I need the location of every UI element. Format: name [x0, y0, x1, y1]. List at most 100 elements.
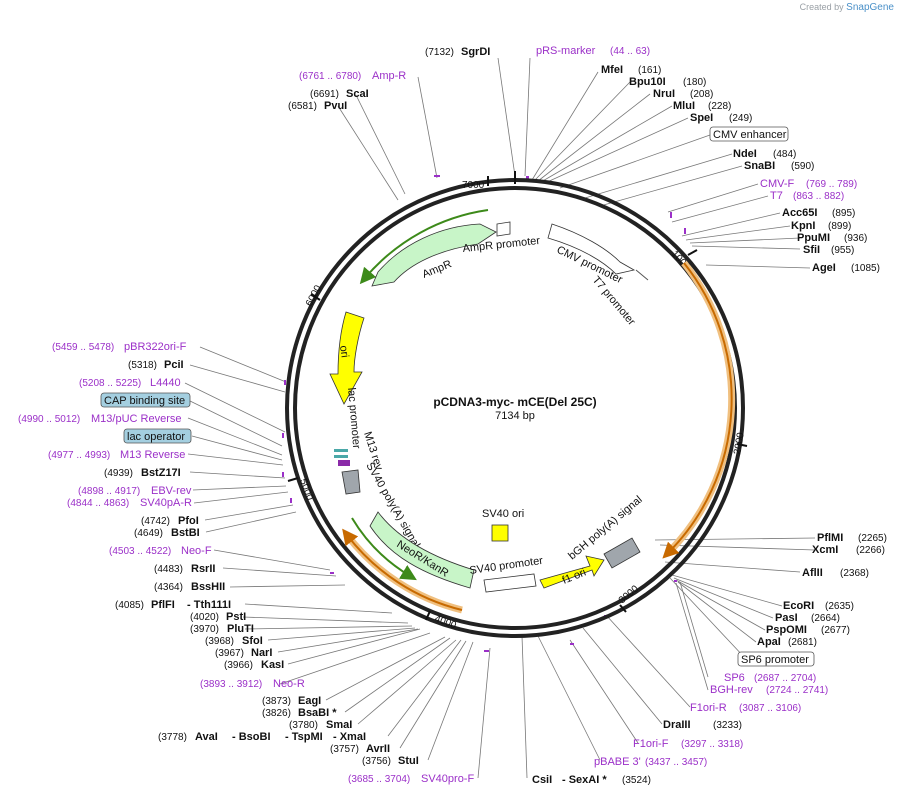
f1-ori-label: f1 ori [561, 566, 588, 586]
f1ori-f-label: F1ori-F [633, 738, 669, 750]
lac-promoter-label: lac promoter [345, 387, 362, 449]
kasi-pos: (3966) [224, 660, 253, 671]
tick-7000: 7000 [462, 180, 485, 191]
m13rev-range: (4977 .. 4993) [48, 450, 110, 461]
ppumi-pos: (936) [844, 233, 867, 244]
kasi-label: KasI [261, 659, 284, 671]
m13puc-label: M13/pUC Reverse [91, 413, 181, 425]
neor-primer-range: (3893 .. 3912) [200, 679, 262, 690]
orf-arc-right-glow [665, 260, 736, 556]
t7-primer-range: (863 .. 882) [793, 191, 844, 202]
xmai-label: - XmaI [333, 731, 366, 743]
avrii-pos: (3757) [330, 744, 359, 755]
pcii-label: PciI [164, 359, 184, 371]
snabi-label: SnaBI [744, 160, 775, 172]
sv40-polya-feature [341, 469, 361, 495]
ebvrev-label: EBV-rev [151, 485, 192, 497]
amp-r-label: Amp-R [372, 70, 406, 82]
pflmi-pos: (2265) [858, 533, 887, 544]
sp6-promoter-box [737, 651, 815, 667]
bstz17i-pos: (4939) [104, 468, 133, 479]
avrii-label: AvrII [366, 743, 390, 755]
t7-primer-label: T7 [770, 190, 783, 202]
plasmid-backbone-inner [293, 186, 737, 630]
plasmid-title: pCDNA3-myc- mCE(Del 25C) [433, 395, 596, 409]
bstz17i-label: BstZ17I [141, 467, 181, 479]
pbabe-label: pBABE 3' [594, 756, 641, 768]
l4440-label: L4440 [150, 377, 181, 389]
pvui-pos: (6581) [288, 101, 317, 112]
aflii-label: AflII [802, 567, 823, 579]
sfoi-label: SfoI [242, 635, 263, 647]
ecori-pos: (2635) [825, 601, 854, 612]
snapgene-credit: Created by SnapGene [800, 2, 894, 13]
pspomi-label: PspOMI [766, 624, 807, 636]
plasmid-size: 7134 bp [495, 410, 535, 422]
bsabi-label: BsaBI * [298, 707, 337, 719]
orf-arc-left [342, 528, 463, 611]
agei-label: AgeI [812, 262, 836, 274]
cmv-enhancer-label: CMV enhancer [713, 129, 787, 141]
apai-label: ApaI [757, 636, 781, 648]
sexai-label: - SexAI * [562, 774, 607, 786]
m13puc-range: (4990 .. 5012) [18, 414, 80, 425]
pflfi-label: PflFI [151, 599, 175, 611]
tick-5000: 5000 [297, 477, 315, 502]
scai-label: ScaI [346, 88, 369, 100]
bsshii-pos: (4364) [154, 582, 183, 593]
sv40prof-label: SV40pro-F [421, 773, 474, 785]
tth111i-label: - Tth111I [187, 599, 231, 611]
right-site-labels: (7132) SgrDI pRS-marker (44 .. 63) MfeI … [425, 45, 887, 786]
sgrdi-pos: (7132) [425, 47, 454, 58]
bsshii-label: BssHII [191, 581, 225, 593]
bgh-rev-label: BGH-rev [710, 684, 753, 696]
nrui-label: NruI [653, 88, 675, 100]
pbr322-range: (5459 .. 5478) [52, 342, 114, 353]
f1ori-r-label: F1ori-R [690, 702, 727, 714]
mlui-label: MluI [673, 100, 695, 112]
bgh-rev-range: (2724 .. 2741) [766, 685, 828, 696]
aflii-pos: (2368) [840, 568, 869, 579]
ampr-label: AmpR [421, 258, 454, 281]
draiii-pos: (3233) [713, 720, 742, 731]
t7-promoter-mark [635, 269, 649, 281]
stui-pos: (3756) [362, 756, 391, 767]
pcii-pos: (5318) [128, 360, 157, 371]
xcmi-label: XcmI [812, 544, 838, 556]
pfoi-pos: (4742) [141, 516, 170, 527]
credit-prefix: Created by [799, 2, 844, 12]
psti-pos: (4020) [190, 612, 219, 623]
smai-pos: (3780) [289, 720, 318, 731]
rsrii-label: RsrII [191, 563, 215, 575]
pbabe-range: (3437 .. 3457) [645, 757, 707, 768]
ecori-label: EcoRI [783, 600, 814, 612]
tspmi-label: - TspMI [285, 731, 323, 743]
sp6-primer-range: (2687 .. 2704) [754, 673, 816, 684]
position-ticks [287, 171, 748, 621]
pasi-pos: (2664) [811, 613, 840, 624]
cmv-f-label: CMV-F [760, 178, 795, 190]
spei-pos: (249) [729, 113, 752, 124]
kpni-pos: (899) [828, 221, 851, 232]
psti-label: PstI [226, 611, 246, 623]
sv40-promoter-label: SV40 promoter [469, 555, 544, 577]
pluti-pos: (3970) [190, 624, 219, 635]
apai-pos: (2681) [788, 637, 817, 648]
ebvrev-range: (4898 .. 4917) [78, 486, 140, 497]
nari-pos: (3967) [215, 648, 244, 659]
f1ori-f-range: (3297 .. 3318) [681, 739, 743, 750]
sp6-promoter-label: SP6 promoter [741, 654, 809, 666]
sv40prof-range: (3685 .. 3704) [348, 774, 410, 785]
bstbi-label: BstBI [171, 527, 200, 539]
tick-4000: 4000 [433, 613, 458, 631]
csii-label: CsiI [532, 774, 552, 786]
neof-range: (4503 .. 4522) [109, 546, 171, 557]
avai-label: AvaI [195, 731, 218, 743]
cmv-promoter-feature [547, 223, 636, 275]
draiii-label: DraIII [663, 719, 691, 731]
tick-3000: 3000 [617, 583, 641, 606]
ampr-promoter-feature [496, 221, 511, 237]
bpu10i-pos: (180) [683, 77, 706, 88]
snapgene-logo: SnapGene [846, 2, 894, 13]
mfei-label: MfeI [601, 64, 623, 76]
